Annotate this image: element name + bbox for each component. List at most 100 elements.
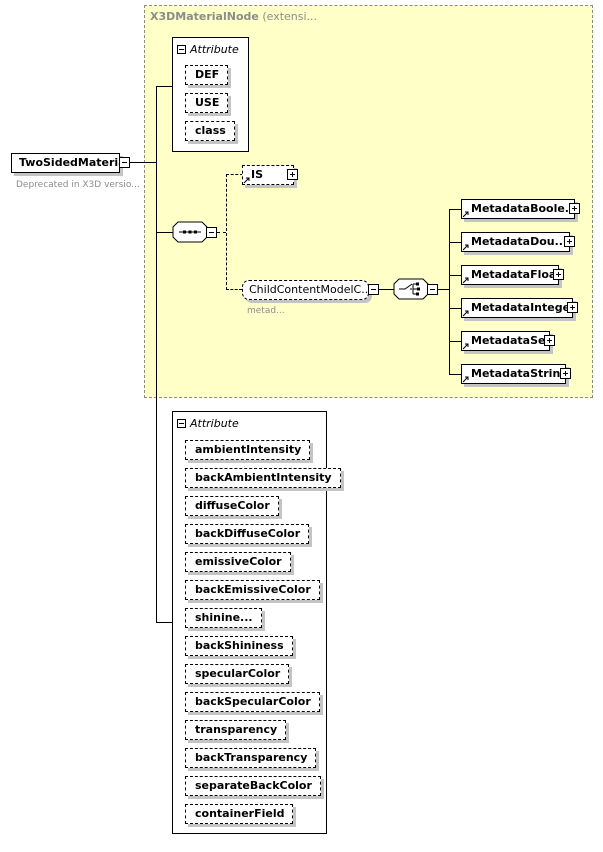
root-annotation: Deprecated in X3D versio... <box>16 180 140 190</box>
attribute-label: containerField <box>195 807 285 820</box>
attribute-back-diffuse-color[interactable]: backDiffuseColor <box>185 524 310 544</box>
root-element-label: TwoSidedMaterial <box>19 156 130 169</box>
root-collapse-toggle[interactable] <box>119 157 130 168</box>
connector <box>379 289 394 290</box>
attribute-back-shininess[interactable]: backShininess <box>185 636 293 656</box>
metadata-double-element[interactable]: MetadataDou... <box>461 232 570 252</box>
connector <box>449 209 461 210</box>
choice-collapse-toggle[interactable] <box>427 284 438 295</box>
attribute-label: backDiffuseColor <box>195 527 301 540</box>
extension-title: X3DMaterialNode (extensi... <box>150 10 317 23</box>
reference-arrow-icon <box>462 244 469 251</box>
root-element[interactable]: TwoSidedMaterial <box>11 153 129 173</box>
extension-base-name: X3DMaterialNode <box>150 10 259 23</box>
connector <box>449 209 450 375</box>
attribute-shininess[interactable]: shinine... <box>185 608 262 628</box>
attribute-label: specularColor <box>195 667 281 680</box>
sequence-collapse-toggle[interactable] <box>206 227 217 238</box>
choice-compositor[interactable] <box>393 278 429 300</box>
attribute-label: ambientIntensity <box>195 443 302 456</box>
attribute-label: backEmissiveColor <box>195 583 311 596</box>
connector <box>449 275 461 276</box>
reference-arrow-icon <box>462 343 469 350</box>
metadata-integer-element[interactable]: MetadataInteger <box>461 298 576 318</box>
reference-arrow-icon <box>462 277 469 284</box>
attribute-label: diffuseColor <box>195 499 270 512</box>
attribute-def[interactable]: DEF <box>185 65 229 85</box>
attribute-separate-back-color[interactable]: separateBackColor <box>185 776 321 796</box>
attribute-ambient-intensity[interactable]: ambientIntensity <box>185 440 311 460</box>
attribute-label: backShininess <box>195 639 284 652</box>
attribute-specular-color[interactable]: specularColor <box>185 664 290 684</box>
attribute-label: USE <box>195 96 220 109</box>
metadata-boolean-element[interactable]: MetadataBoole... <box>461 199 578 219</box>
connector <box>156 86 172 87</box>
child-content-annotation: metad... <box>247 306 285 316</box>
choice-item-label: MetadataSet <box>471 334 551 347</box>
metadata-boolean-expand-toggle[interactable] <box>569 203 580 214</box>
connector <box>449 374 461 375</box>
choice-item-label: MetadataDou... <box>471 235 568 248</box>
connector <box>156 622 173 623</box>
connector <box>217 232 226 233</box>
connector <box>156 232 173 233</box>
attribute-label: backAmbientIntensity <box>195 471 332 484</box>
base-attribute-header[interactable]: Attribute <box>177 43 239 56</box>
attribute-transparency[interactable]: transparency <box>185 720 287 740</box>
is-element-label: IS <box>251 168 264 181</box>
is-expand-toggle[interactable] <box>287 169 298 180</box>
attribute-label: backSpecularColor <box>195 695 311 708</box>
connector <box>156 86 157 623</box>
attribute-diffuse-color[interactable]: diffuseColor <box>185 496 279 516</box>
metadata-set-element[interactable]: MetadataSet <box>461 331 551 351</box>
sequence-compositor[interactable] <box>172 221 208 243</box>
reference-arrow-icon <box>462 310 469 317</box>
attribute-label: DEF <box>195 68 220 81</box>
attribute-back-ambient-intensity[interactable]: backAmbientIntensity <box>185 468 341 488</box>
attribute-class[interactable]: class <box>185 121 235 141</box>
base-attribute-header-label: Attribute <box>190 43 239 56</box>
choice-item-label: MetadataInteger <box>471 301 576 314</box>
attribute-back-emissive-color[interactable]: backEmissiveColor <box>185 580 320 600</box>
metadata-string-element[interactable]: MetadataString <box>461 364 569 384</box>
child-content-collapse-toggle[interactable] <box>368 284 379 295</box>
attribute-use[interactable]: USE <box>185 93 229 113</box>
choice-item-label: MetadataBoole... <box>471 202 578 215</box>
metadata-float-expand-toggle[interactable] <box>553 269 564 280</box>
attribute-back-transparency[interactable]: backTransparency <box>185 748 317 768</box>
connector <box>449 242 461 243</box>
attribute-label: separateBackColor <box>195 779 312 792</box>
connector <box>226 289 242 290</box>
collapse-icon[interactable] <box>177 45 186 54</box>
connector <box>130 162 157 163</box>
connector <box>449 341 461 342</box>
attribute-emissive-color[interactable]: emissiveColor <box>185 552 291 572</box>
attribute-container-field[interactable]: containerField <box>185 804 294 824</box>
connector <box>226 174 227 290</box>
attribute-label: class <box>195 124 226 137</box>
connector <box>226 174 243 175</box>
metadata-float-element[interactable]: MetadataFloat <box>461 265 562 285</box>
metadata-set-expand-toggle[interactable] <box>544 335 555 346</box>
reference-arrow-icon <box>462 376 469 383</box>
metadata-string-expand-toggle[interactable] <box>560 368 571 379</box>
connector <box>449 308 461 309</box>
child-content-model-group[interactable]: ChildContentModelC... <box>242 280 372 300</box>
attribute-group-header-label: Attribute <box>190 417 239 430</box>
connector <box>438 289 450 290</box>
metadata-double-expand-toggle[interactable] <box>564 236 575 247</box>
choice-item-label: MetadataFloat <box>471 268 562 281</box>
attribute-label: shinine... <box>195 611 253 624</box>
choice-item-label: MetadataString <box>471 367 569 380</box>
attribute-group-header[interactable]: Attribute <box>177 417 239 430</box>
reference-arrow-icon <box>243 177 250 184</box>
attribute-label: backTransparency <box>195 751 308 764</box>
attribute-label: emissiveColor <box>195 555 282 568</box>
attribute-back-specular-color[interactable]: backSpecularColor <box>185 692 320 712</box>
extension-label: (extensi... <box>262 10 318 23</box>
collapse-icon[interactable] <box>177 419 186 428</box>
reference-arrow-icon <box>462 211 469 218</box>
metadata-integer-expand-toggle[interactable] <box>567 302 578 313</box>
attribute-label: transparency <box>195 723 278 736</box>
child-content-model-label: ChildContentModelC... <box>249 283 372 296</box>
